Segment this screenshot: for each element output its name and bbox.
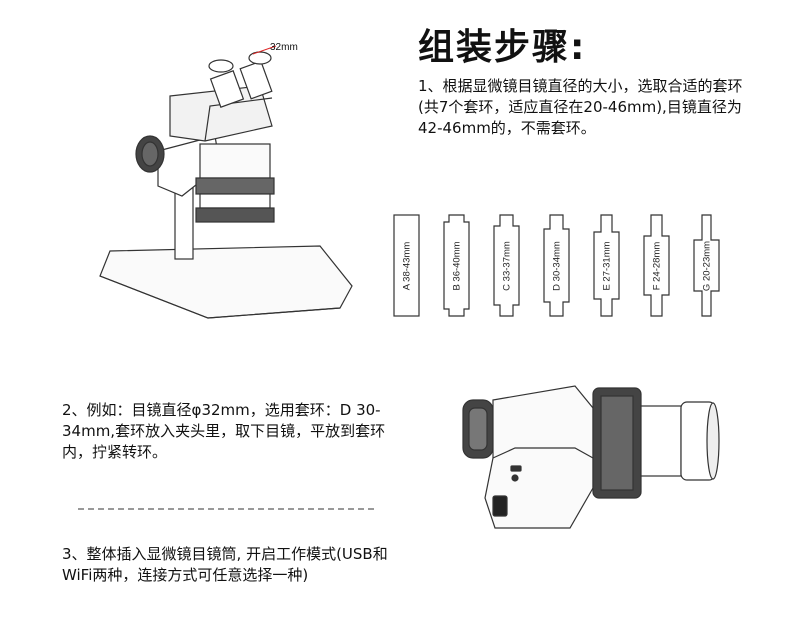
ring-b-label: B 36-40mm	[451, 240, 462, 291]
ring-f-label: F 24-28mm	[651, 241, 662, 290]
ring-c-shape	[493, 214, 520, 317]
camera-device-illustration	[462, 385, 720, 529]
adapter-rings: A 38-43mm B 36-40mm C 33-37mm D 30-34mm …	[388, 210, 768, 325]
ring-c: C 33-37mm	[493, 214, 520, 317]
section-divider	[78, 508, 374, 510]
ring-d: D 30-34mm	[543, 214, 570, 317]
step-3-text: 3、整体插入显微镜目镜筒, 开启工作模式(USB和WiFi两种，连接方式可任意选…	[62, 545, 388, 584]
ring-d-label: D 30-34mm	[551, 240, 562, 291]
microscope-illustration	[99, 45, 353, 319]
ring-a: A 38-43mm	[393, 214, 420, 317]
ring-g: G 20-23mm	[693, 214, 720, 317]
eyepiece-dimension-label: 32mm	[270, 42, 298, 53]
ring-g-shape	[693, 214, 720, 317]
ring-e: E 27-31mm	[593, 214, 620, 317]
ring-b-shape	[443, 214, 470, 317]
ring-a-label: A 38-43mm	[401, 241, 412, 290]
ring-c-label: C 33-37mm	[501, 240, 512, 291]
ring-b: B 36-40mm	[443, 214, 470, 317]
ring-e-shape	[593, 214, 620, 317]
ring-e-label: E 27-31mm	[601, 240, 612, 291]
ring-d-shape	[543, 214, 570, 317]
ring-g-label: G 20-23mm	[701, 240, 712, 291]
ring-f-shape	[643, 214, 670, 317]
page-title: 组装步骤:	[418, 27, 587, 68]
step-1-text: 1、根据显微镜目镜直径的大小，选取合适的套环(共7个套环，适应直径在20-46m…	[418, 77, 743, 137]
step-2-text: 2、例如：目镜直径φ32mm，选用套环：D 30-34mm,套环放入夹头里，取下…	[62, 401, 386, 461]
ring-a-shape	[393, 214, 420, 317]
ring-f: F 24-28mm	[643, 214, 670, 317]
